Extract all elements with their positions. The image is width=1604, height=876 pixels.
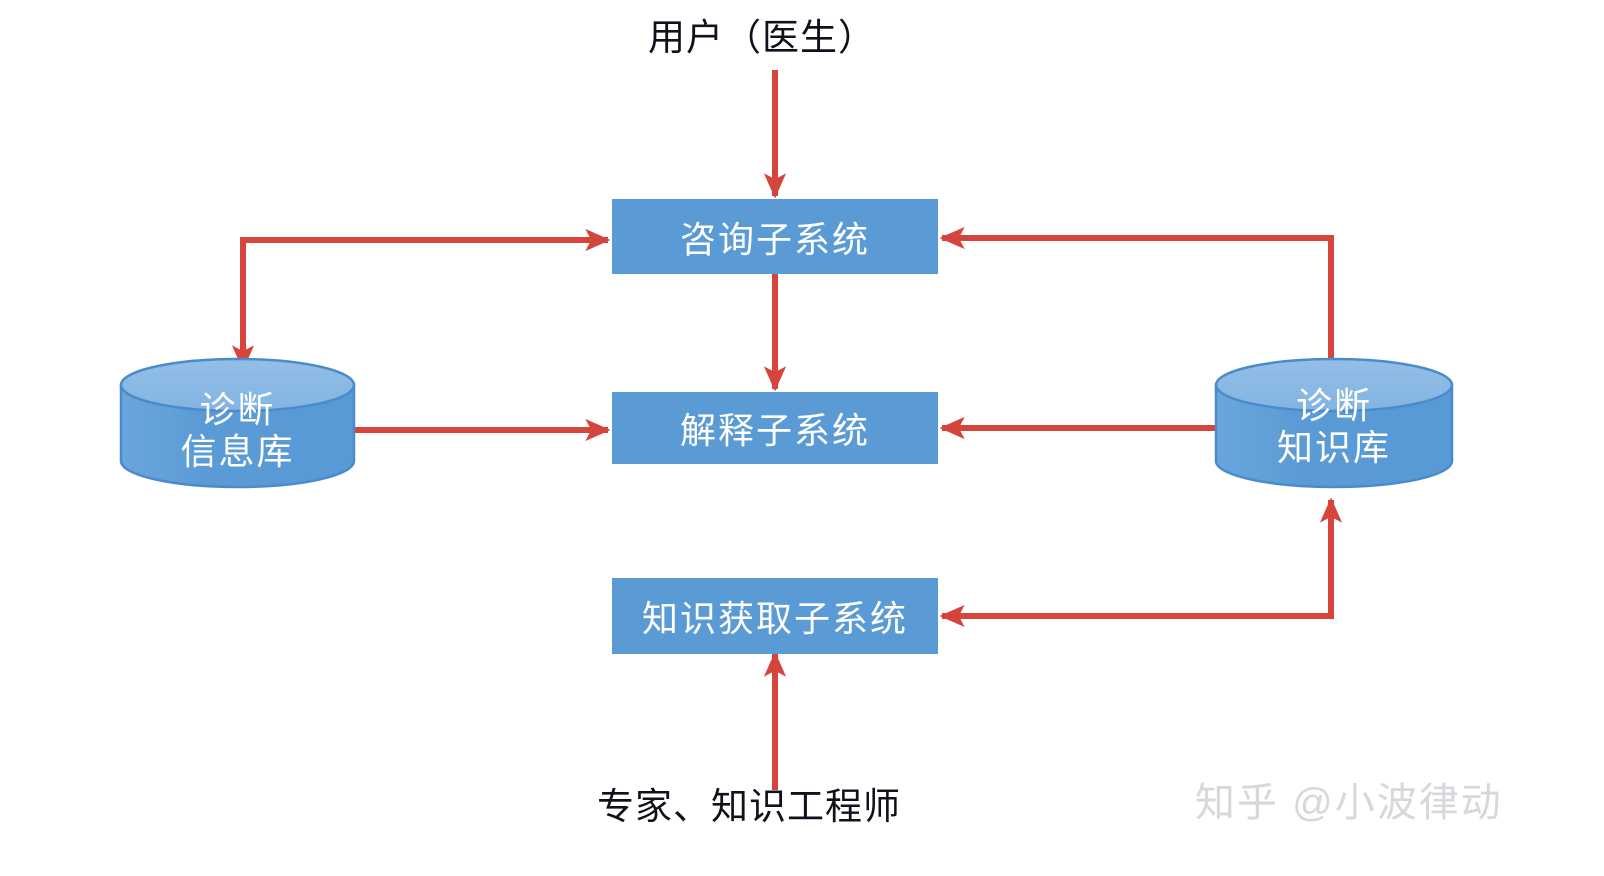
database-shape-info bbox=[119, 357, 356, 489]
node-consult-subsystem[interactable]: 咨询子系统 bbox=[612, 199, 938, 274]
label-experts-engineers: 专家、知识工程师 bbox=[597, 786, 901, 827]
node-diagnosis-info-database[interactable]: 诊断 信息库 bbox=[121, 359, 354, 487]
label-user-doctor: 用户（医生） bbox=[648, 17, 876, 58]
node-diagnosis-knowledge-database-line1: 诊断 bbox=[1295, 385, 1372, 426]
node-knowledge-acquisition-subsystem[interactable]: 知识获取子系统 bbox=[612, 578, 938, 654]
node-explain-subsystem-label: 解释子系统 bbox=[679, 410, 870, 451]
node-diagnosis-knowledge-database-line2: 知识库 bbox=[1276, 427, 1391, 468]
edge-knowdb-to-consult bbox=[939, 226, 1334, 368]
node-diagnosis-info-database-line1: 诊断 bbox=[199, 389, 276, 430]
edge-consult-to-infodb bbox=[231, 228, 611, 371]
node-explain-subsystem[interactable]: 解释子系统 bbox=[612, 392, 938, 464]
node-diagnosis-info-database-line2: 信息库 bbox=[180, 431, 295, 472]
database-shape-knowledge bbox=[1214, 357, 1454, 489]
node-consult-subsystem-label: 咨询子系统 bbox=[679, 218, 870, 260]
node-knowledge-acquisition-subsystem-label: 知识获取子系统 bbox=[641, 598, 908, 639]
edge-acquire-to-knowdb bbox=[939, 497, 1343, 628]
watermark: 知乎 @小波律动 bbox=[1195, 781, 1503, 825]
node-diagnosis-knowledge-database[interactable]: 诊断 知识库 bbox=[1216, 359, 1452, 487]
